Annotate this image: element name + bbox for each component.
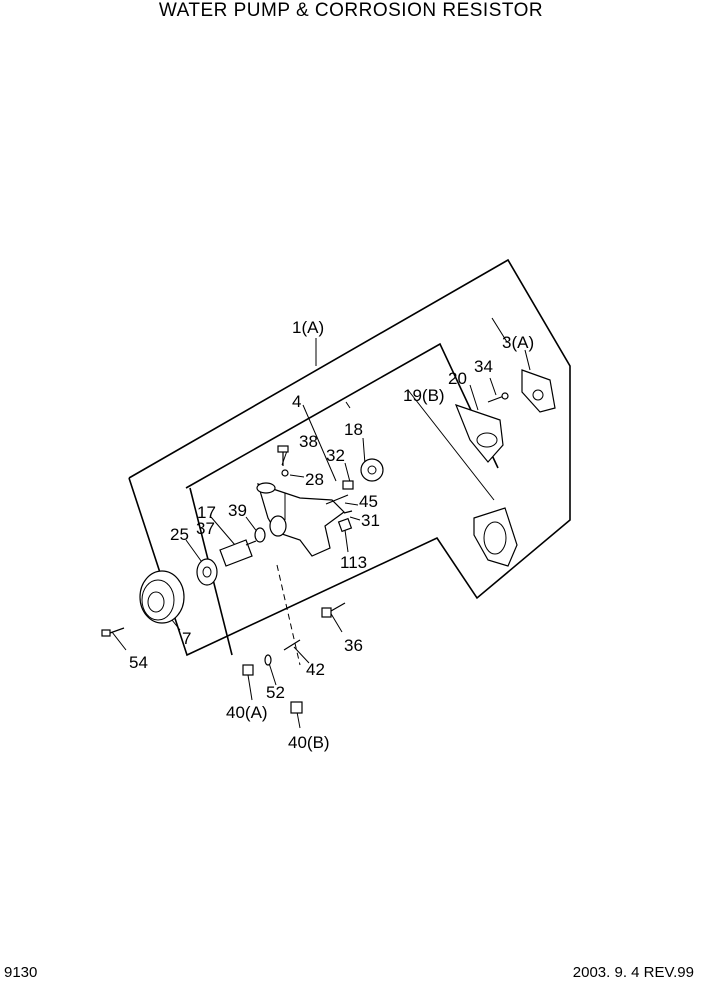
callout-42: 42 (306, 660, 325, 679)
callout-52: 52 (266, 683, 285, 702)
callout-31: 31 (361, 511, 380, 530)
callout-40b: 40(B) (288, 733, 330, 752)
hub-25 (196, 558, 218, 586)
callout-labels: 1(A) 3(A) 34 20 19(B) 4 18 38 32 28 45 1… (129, 318, 534, 752)
bracket-1a (128, 258, 571, 657)
bolt-34 (487, 392, 509, 403)
callout-19b: 19(B) (403, 386, 445, 405)
callout-39: 39 (228, 501, 247, 520)
callout-4: 4 (292, 392, 301, 411)
nut-32 (342, 480, 354, 490)
assembly-brackets (128, 258, 571, 657)
gasket-19b (473, 507, 518, 567)
impeller-18 (360, 458, 384, 482)
water-pump-body-4 (256, 482, 345, 557)
seal-39 (254, 527, 266, 543)
callout-1a: 1(A) (292, 318, 324, 337)
callout-34: 34 (474, 357, 493, 376)
callout-37: 37 (196, 519, 215, 538)
shaft-37 (219, 539, 257, 567)
washer-28 (281, 469, 289, 477)
nut-40a (242, 664, 254, 676)
washer-52 (264, 654, 272, 666)
callout-36: 36 (344, 636, 363, 655)
pulley-7 (139, 570, 185, 624)
revision-date: 2003. 9. 4 REV.99 (572, 964, 694, 981)
callout-38: 38 (299, 432, 318, 451)
callout-3a: 3(A) (502, 333, 534, 352)
page-title: WATER PUMP & CORROSION RESISTOR (158, 0, 544, 21)
callout-40a: 40(A) (226, 703, 268, 722)
gasket-3a (521, 369, 556, 413)
pin-31 (343, 510, 353, 514)
stud-42 (283, 639, 301, 651)
callout-20: 20 (448, 369, 467, 388)
nut-40b (290, 701, 303, 714)
bracket-4 (185, 342, 499, 489)
callout-45: 45 (359, 492, 378, 511)
stud-45 (325, 494, 349, 505)
callout-18: 18 (344, 420, 363, 439)
callout-113: 113 (340, 553, 367, 572)
callout-54: 54 (129, 653, 148, 672)
page-number: 9130 (4, 964, 38, 981)
callout-28: 28 (305, 470, 324, 489)
callout-7: 7 (182, 629, 191, 648)
bolt-54 (101, 627, 125, 637)
bolt-36 (321, 602, 346, 618)
plug-113 (337, 517, 353, 533)
callout-32: 32 (326, 446, 345, 465)
bolt-38 (277, 445, 289, 466)
callout-25: 25 (170, 525, 189, 544)
callout-17: 17 (197, 503, 216, 522)
gasket-20 (454, 404, 504, 463)
